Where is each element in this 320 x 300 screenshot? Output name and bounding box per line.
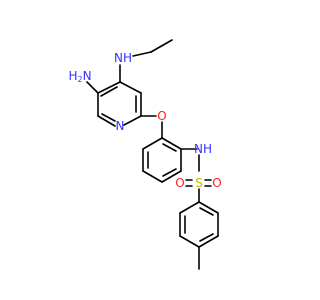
- bond-b3-b4-inner: [162, 168, 177, 177]
- bond-t1-t2-inner: [199, 207, 214, 216]
- bond-c6-n1-inner: [101, 113, 116, 122]
- sulfonamide-nh-label: NH: [194, 142, 212, 156]
- bond-c5-nh2: [86, 81, 99, 94]
- sulfonyl-o-left-label: O: [175, 176, 184, 190]
- atom-labels: H2N NH N O NH S O O: [68, 51, 221, 190]
- bond-ethyl-ch2: [132, 51, 152, 57]
- amine-label: H2N: [68, 69, 91, 84]
- bond-t3-t4-inner: [199, 233, 214, 242]
- bond-b1-b2: [161, 137, 182, 150]
- bond-t1-t2: [198, 201, 219, 214]
- sulfur-label: S: [195, 176, 203, 190]
- bond-b3-b4: [161, 170, 182, 183]
- pyridine-n-label: N: [116, 119, 125, 133]
- bond-n1-c2: [123, 115, 142, 126]
- bond-c6-n1: [97, 115, 116, 127]
- molecule-structure: H2N NH N O NH S O O: [68, 39, 222, 270]
- bond-t4-t5: [179, 235, 200, 248]
- sulfonyl-o-right-label: O: [212, 176, 221, 190]
- bond-c4-c5: [97, 81, 121, 94]
- bond-t3-t4: [198, 235, 219, 248]
- bond-b1-b2-inner: [162, 143, 177, 152]
- bond-c4-c5-inner: [100, 86, 118, 97]
- ethylamino-nh-label: NH: [114, 51, 132, 65]
- bond-b6-b1: [142, 137, 163, 150]
- bond-b4-b5: [142, 170, 163, 183]
- bond-t6-t1: [179, 201, 200, 214]
- ether-o-label: O: [157, 109, 166, 123]
- bond-ethyl-ch3: [150, 39, 173, 53]
- bonds: [86, 39, 219, 270]
- bond-c3-c4: [119, 81, 142, 94]
